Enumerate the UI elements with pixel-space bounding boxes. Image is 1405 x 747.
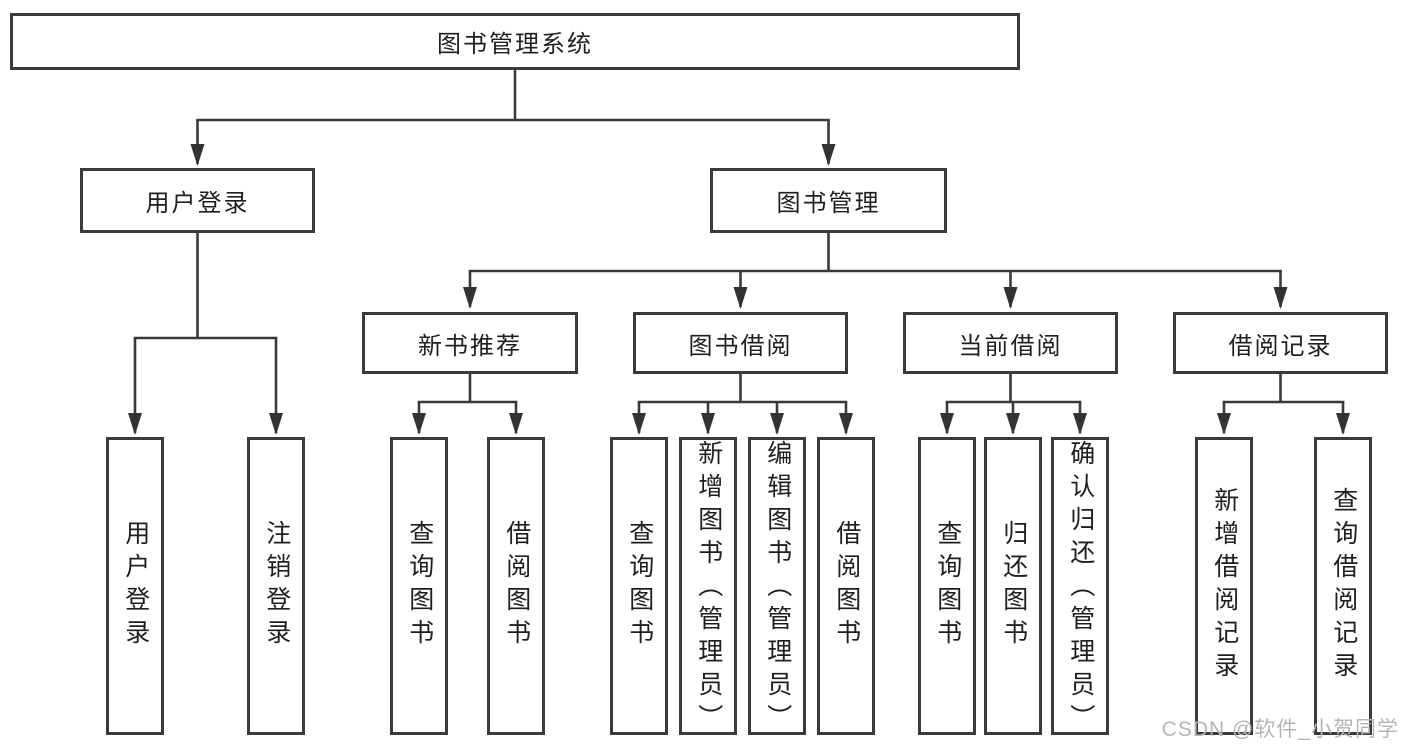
leaf-query-books-current: 查询图书: [918, 437, 976, 735]
leaf-query-books-borrowing: 查询图书: [610, 437, 668, 735]
leaf-borrow-books-recommend: 借阅图书: [487, 437, 545, 735]
node-new-book-recommend: 新书推荐: [362, 312, 578, 374]
node-root-system: 图书管理系统: [10, 13, 1020, 70]
leaf-edit-books-admin: 编辑图书（管理员）: [748, 437, 806, 737]
node-user-login: 用户登录: [80, 168, 315, 233]
leaf-query-books-recommend: 查询图书: [390, 437, 448, 735]
leaf-add-borrow-record: 新增借阅记录: [1195, 437, 1253, 735]
csdn-watermark: CSDN @软件_小贺同学: [1161, 718, 1399, 741]
node-current-borrowing: 当前借阅: [903, 312, 1118, 374]
leaf-add-books-admin: 新增图书（管理员）: [679, 437, 737, 737]
node-book-management: 图书管理: [710, 168, 947, 233]
leaf-confirm-return-admin: 确认归还（管理员）: [1051, 437, 1109, 737]
leaf-logout: 注销登录: [247, 437, 305, 735]
leaf-query-borrow-record: 查询借阅记录: [1314, 437, 1372, 735]
leaf-return-books: 归还图书: [984, 437, 1042, 735]
node-book-borrowing: 图书借阅: [633, 312, 848, 374]
leaf-borrow-books: 借阅图书: [817, 437, 875, 735]
node-borrow-records: 借阅记录: [1173, 312, 1388, 374]
leaf-user-login: 用户登录: [106, 437, 164, 735]
